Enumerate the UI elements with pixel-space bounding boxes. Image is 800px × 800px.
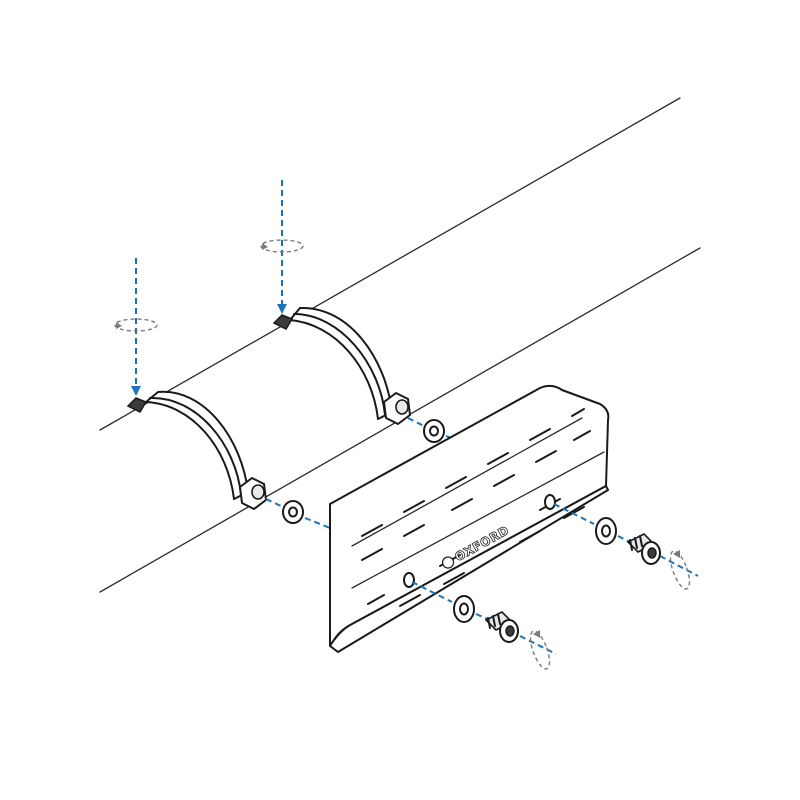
washer-upper-right — [423, 419, 445, 443]
guide-right-arrowhead — [277, 304, 287, 314]
rotation-arrow-bolt-right-icon — [673, 550, 680, 558]
clamp-left-band-line — [149, 396, 242, 496]
guide-lower-left-b — [475, 613, 495, 623]
guide-lower-right-c — [659, 555, 699, 577]
guide-left-arrowhead — [131, 386, 141, 396]
tube-top-edge — [99, 97, 681, 431]
heat-shield: OXFORD — [329, 384, 610, 653]
guide-lower-right-a — [553, 503, 595, 525]
heat-shield-fold-top — [351, 417, 583, 547]
clamp-right-band-line — [293, 313, 386, 416]
washer-lower-left — [453, 595, 475, 623]
clamp-right-band — [289, 306, 393, 420]
rotation-hint-bolt-right — [669, 550, 691, 590]
guide-lower-left-a — [411, 581, 453, 603]
heat-shield-hole-left — [403, 572, 415, 588]
rotation-arrow-bolt-left-icon — [533, 630, 540, 638]
guide-upper-left-a — [265, 498, 284, 508]
clamp-left — [126, 390, 267, 510]
bolt-lower-right-thread — [629, 535, 643, 551]
rotation-hint-left — [114, 318, 158, 332]
bolt-lower-right — [626, 533, 661, 565]
bolt-lower-left-thread — [487, 613, 501, 629]
rotation-arrow-right-icon — [262, 243, 268, 250]
washer-lower-right — [595, 517, 617, 545]
guide-upper-left-b — [304, 517, 331, 529]
clamp-right-top-lug — [272, 314, 294, 330]
bolt-lower-right-socket — [647, 547, 657, 559]
clamp-left-top-lug — [126, 397, 148, 413]
bolt-lower-left — [484, 611, 519, 643]
clamp-left-nut-hole — [251, 484, 265, 500]
clamp-right-nut — [383, 392, 411, 425]
clamp-right — [272, 306, 411, 425]
heat-shield-flange — [329, 485, 609, 653]
heat-shield-hole-right — [544, 494, 556, 510]
rotation-arrow-left-icon — [116, 322, 122, 329]
clamp-right-nut-hole — [395, 399, 409, 415]
heat-shield-fold-bottom — [351, 451, 605, 589]
rotation-hint-right — [260, 239, 304, 253]
bolt-lower-left-socket — [505, 625, 515, 637]
vertical-guides — [114, 180, 304, 396]
guide-lower-left-c — [519, 635, 557, 655]
guide-upper-right-a — [407, 417, 425, 427]
clamp-left-band — [145, 390, 249, 500]
washer-upper-left — [282, 500, 304, 524]
